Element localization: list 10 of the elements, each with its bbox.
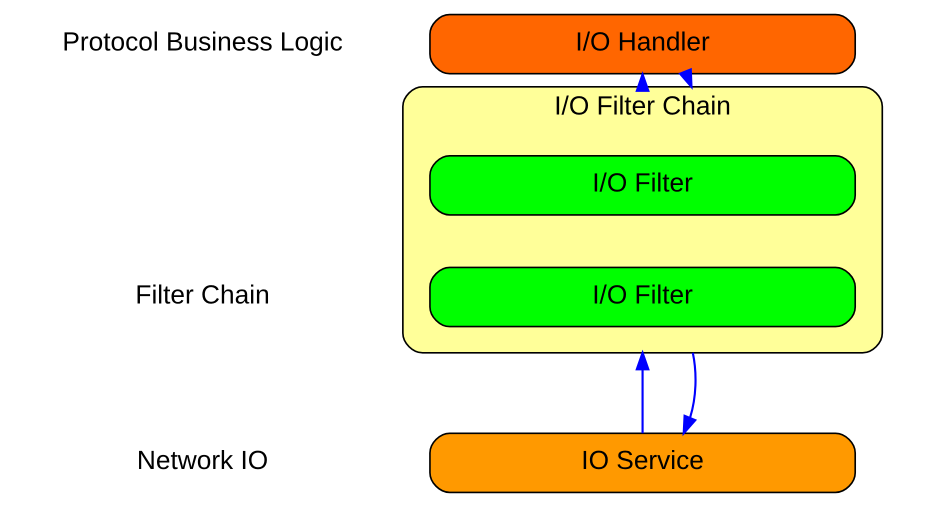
node-box: IO Service — [429, 432, 856, 494]
arrow — [635, 350, 650, 434]
arrow — [682, 352, 698, 436]
label: Protocol Business Logic — [62, 26, 343, 56]
arrow — [678, 68, 693, 90]
label: Filter Chain — [135, 279, 270, 310]
node-box: I/O Filter — [429, 154, 856, 216]
label: Network IO — [136, 445, 268, 476]
arrow — [635, 71, 650, 92]
node-box: I/O Filter — [429, 266, 856, 328]
